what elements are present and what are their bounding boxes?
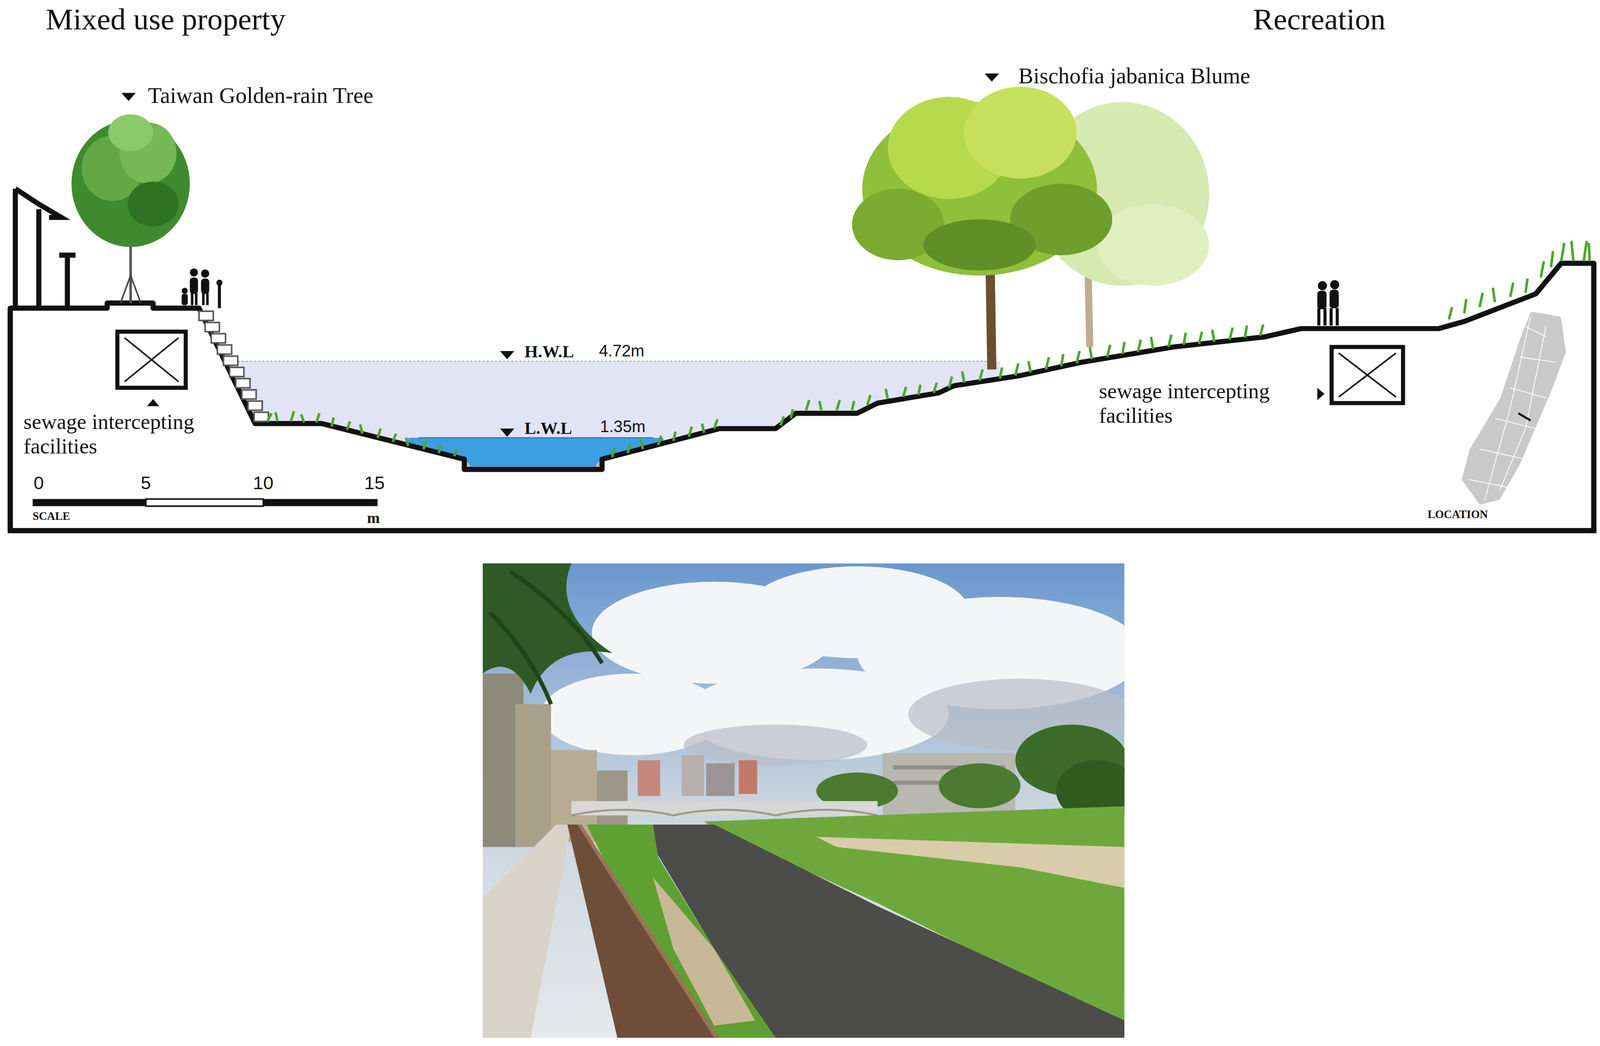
scale-number: 10 [253, 472, 274, 494]
plant-label: Bischofia jabanica Blume [1018, 63, 1251, 90]
golden-rain-tree [71, 114, 190, 304]
bischofia-tree [852, 86, 1210, 370]
scale-unit: m [367, 509, 380, 527]
ground-section [10, 263, 1594, 531]
facility-label: sewage intercepting facilities [23, 409, 244, 459]
scale-number: 5 [140, 472, 152, 494]
water-level-label: L.W.L [524, 418, 573, 439]
river-photo [482, 563, 1125, 1038]
marker-triangle [121, 73, 1325, 437]
water-level-label: H.W.L [524, 341, 575, 362]
scale-bar [32, 498, 378, 507]
water-level-value: 1.35m [600, 417, 646, 437]
frame-border [10, 263, 1594, 531]
grass [267, 240, 1590, 458]
high-water-line [229, 360, 995, 362]
railing-post [217, 283, 221, 309]
building-edge [15, 188, 76, 309]
stairs [199, 311, 269, 422]
location-map [1461, 311, 1567, 506]
section-heading: Recreation [1253, 1, 1386, 37]
water-level-value: 4.72m [599, 341, 645, 361]
scale-number: 15 [364, 472, 385, 494]
section-heading: Mixed use property [45, 1, 286, 37]
facility-label: sewage intercepting facilities [1098, 378, 1316, 429]
scale-caption: SCALE [32, 510, 70, 523]
plant-label: Taiwan Golden-rain Tree [147, 82, 374, 109]
scale-number: 0 [33, 472, 45, 494]
railing-post [216, 279, 223, 286]
location-caption: LOCATION [1427, 508, 1488, 522]
people-silhouette [181, 268, 1340, 326]
